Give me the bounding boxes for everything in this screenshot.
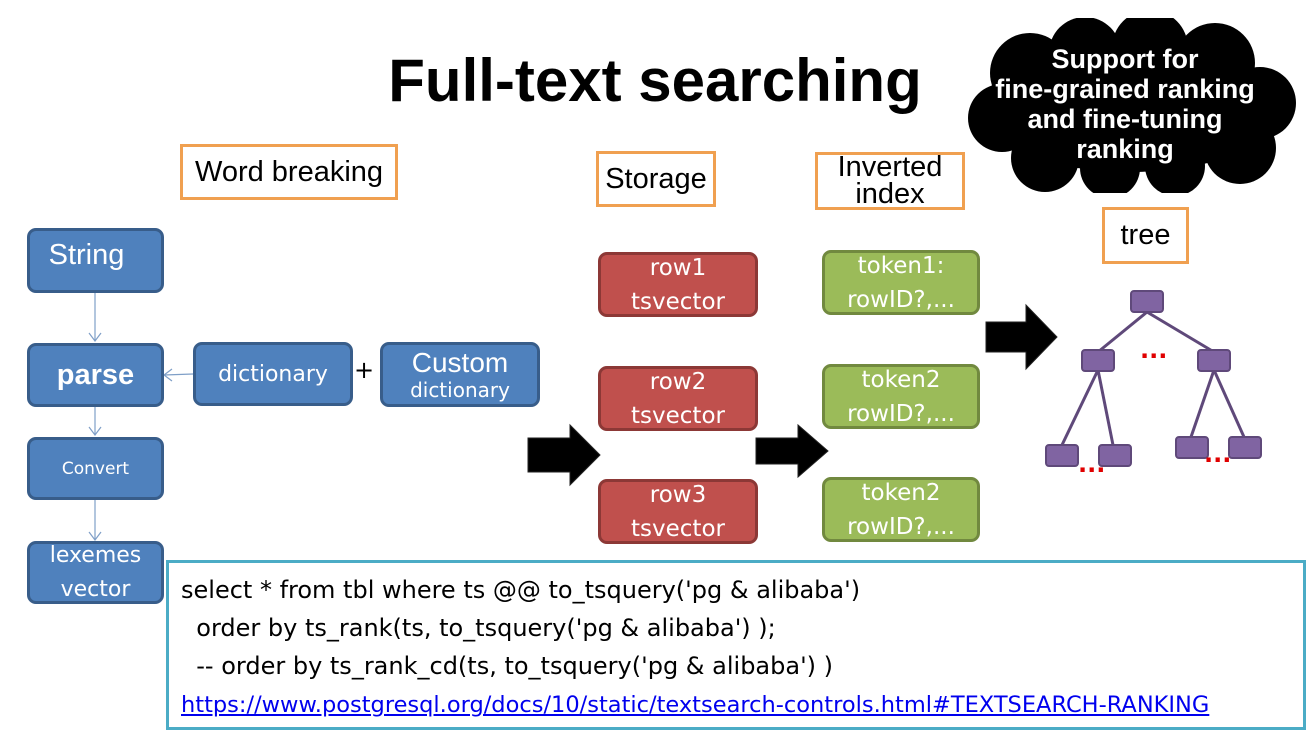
box-line: Custom [411, 346, 509, 378]
header-word-breaking: Word breaking [180, 144, 398, 200]
index-row: token1: rowID?,... [822, 250, 980, 315]
storage-row: row3 tsvector [598, 479, 758, 544]
tree-node [1175, 436, 1209, 459]
box-line: lexemes [49, 542, 142, 568]
code-line: select * from tbl where ts @@ to_tsquery… [181, 576, 861, 604]
box-line: dictionary [410, 377, 510, 402]
tree-ellipsis: ... [1078, 450, 1106, 478]
cloud-line: fine-grained ranking [995, 74, 1255, 104]
page-title: Full-text searching [388, 47, 922, 114]
cloud-line: Support for [1051, 44, 1199, 74]
tree-node [1045, 444, 1079, 467]
row-label: row1 [649, 254, 707, 281]
token-label: token1: [857, 252, 945, 279]
tree-ellipsis: ... [1204, 440, 1232, 468]
storage-row: row2 tsvector [598, 366, 758, 431]
storage-row: row1 tsvector [598, 252, 758, 317]
code-line: -- order by ts_rank_cd(ts, to_tsquery('p… [181, 652, 834, 680]
row-type: tsvector [631, 288, 725, 315]
row-ids: rowID?,... [847, 400, 955, 427]
header-line: Inverted [837, 151, 943, 183]
index-row: token2 rowID?,... [822, 364, 980, 429]
row-ids: rowID?,... [847, 286, 955, 313]
index-row: token2 rowID?,... [822, 477, 980, 542]
header-inverted-index: Inverted index [815, 152, 965, 210]
parse-box: parse [27, 343, 164, 407]
code-line: order by ts_rank(ts, to_tsquery('pg & al… [181, 614, 776, 642]
header-line: index [855, 178, 925, 210]
arrow-to-index [755, 423, 829, 479]
tree-node [1197, 349, 1231, 372]
string-box: String [27, 228, 164, 293]
custom-dictionary-box: Custom dictionary [380, 342, 540, 407]
row-ids: rowID?,... [847, 513, 955, 540]
tree-node [1130, 290, 1164, 313]
row-label: row2 [649, 368, 707, 395]
dictionary-box: dictionary [193, 342, 353, 406]
cloud-line: ranking [1076, 134, 1174, 164]
tree-node [1098, 444, 1132, 467]
tree-node [1081, 349, 1115, 372]
lexemes-vector-box: lexemes vector [27, 541, 164, 604]
arrow-to-storage [527, 423, 601, 487]
tree-ellipsis: ... [1140, 336, 1168, 364]
token-label: token2 [861, 366, 941, 393]
arrow-to-tree [985, 303, 1058, 371]
cloud-shape [968, 18, 1296, 193]
header-storage: Storage [596, 151, 716, 207]
header-tree: tree [1102, 207, 1189, 264]
row-type: tsvector [631, 515, 725, 542]
cloud-text: Support for fine-grained ranking and fin… [960, 44, 1290, 164]
box-line: vector [60, 576, 131, 602]
row-label: row3 [649, 481, 707, 508]
token-label: token2 [861, 479, 941, 506]
convert-box: Convert [27, 437, 164, 500]
docs-link[interactable]: https://www.postgresql.org/docs/10/stati… [181, 692, 1210, 718]
cloud-line: and fine-tuning [1027, 104, 1223, 134]
row-type: tsvector [631, 402, 725, 429]
tree-node [1228, 436, 1262, 459]
plus-sign: + [354, 356, 375, 384]
sql-code-box: select * from tbl where ts @@ to_tsquery… [166, 560, 1306, 730]
